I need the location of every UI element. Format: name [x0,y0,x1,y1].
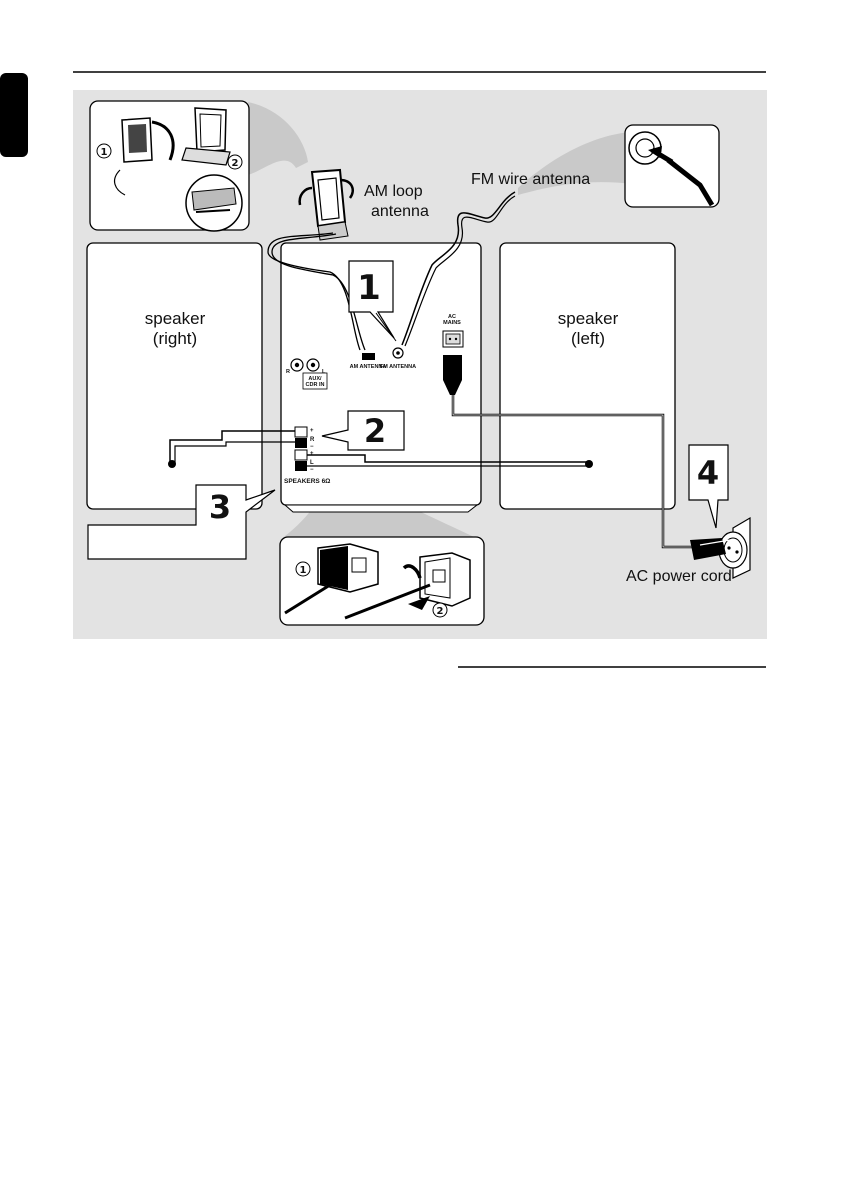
aux-in-r-label: R [286,369,290,375]
step-4-number: 4 [697,454,719,492]
step-1-number: 1 [357,268,381,308]
fm-antenna-socket-center [396,351,400,355]
am-loop-antenna-label-line1: AM loop [364,183,423,200]
ac-power-cord-label: AC power cord [626,568,732,585]
step-3-number: 3 [209,488,231,526]
terminal-r-label: R [310,437,315,443]
insertion-step-circle-1-label: 1 [300,565,307,576]
terminal-plus-label-2: + [310,451,314,457]
speakers-ohm-label: SPEAKERS 6Ω [284,478,330,485]
terminal-l-label: L [310,460,314,466]
speaker-right-label-line2: (right) [153,329,197,348]
fm-wire-antenna-label: FM wire antenna [471,171,590,188]
fm-antenna-label: FM ANTENNA [380,364,416,370]
speaker-left-label-line2: (left) [571,329,605,348]
ac-mains-socket-inner [446,334,460,344]
am-antenna-assembly-inset [90,101,249,231]
ac-mains-label-line2: MAINS [443,320,461,326]
speaker-left-label-line1: speaker [558,309,619,328]
language-tab [0,73,28,157]
right-speaker-cable-entry [168,460,176,468]
main-unit-base [285,505,477,512]
speaker-wire-insertion-inset [280,537,484,625]
terminal-minus-label-1: − [310,444,314,450]
step-circle-1-label: 1 [101,147,108,158]
terminal-plus-label-1: + [310,428,314,434]
speaker-right [87,243,262,509]
ac-mains-pin-2 [455,338,457,340]
am-antenna-socket [362,353,375,360]
insertion-step-circle-2-label: 2 [437,606,444,617]
terminal-minus-label-2: − [310,467,314,473]
ac-mains-pin-1 [449,338,451,340]
step-circle-2-label: 2 [232,158,239,169]
aux-in-label-line2: CDR IN [306,382,325,388]
speaker-left [500,243,675,509]
speaker-right-label-line1: speaker [145,309,206,328]
am-loop-antenna-label-line2: antenna [371,203,429,220]
fm-connection-inset [625,125,719,207]
left-speaker-cable-entry [585,460,593,468]
step-2-number: 2 [364,412,386,450]
